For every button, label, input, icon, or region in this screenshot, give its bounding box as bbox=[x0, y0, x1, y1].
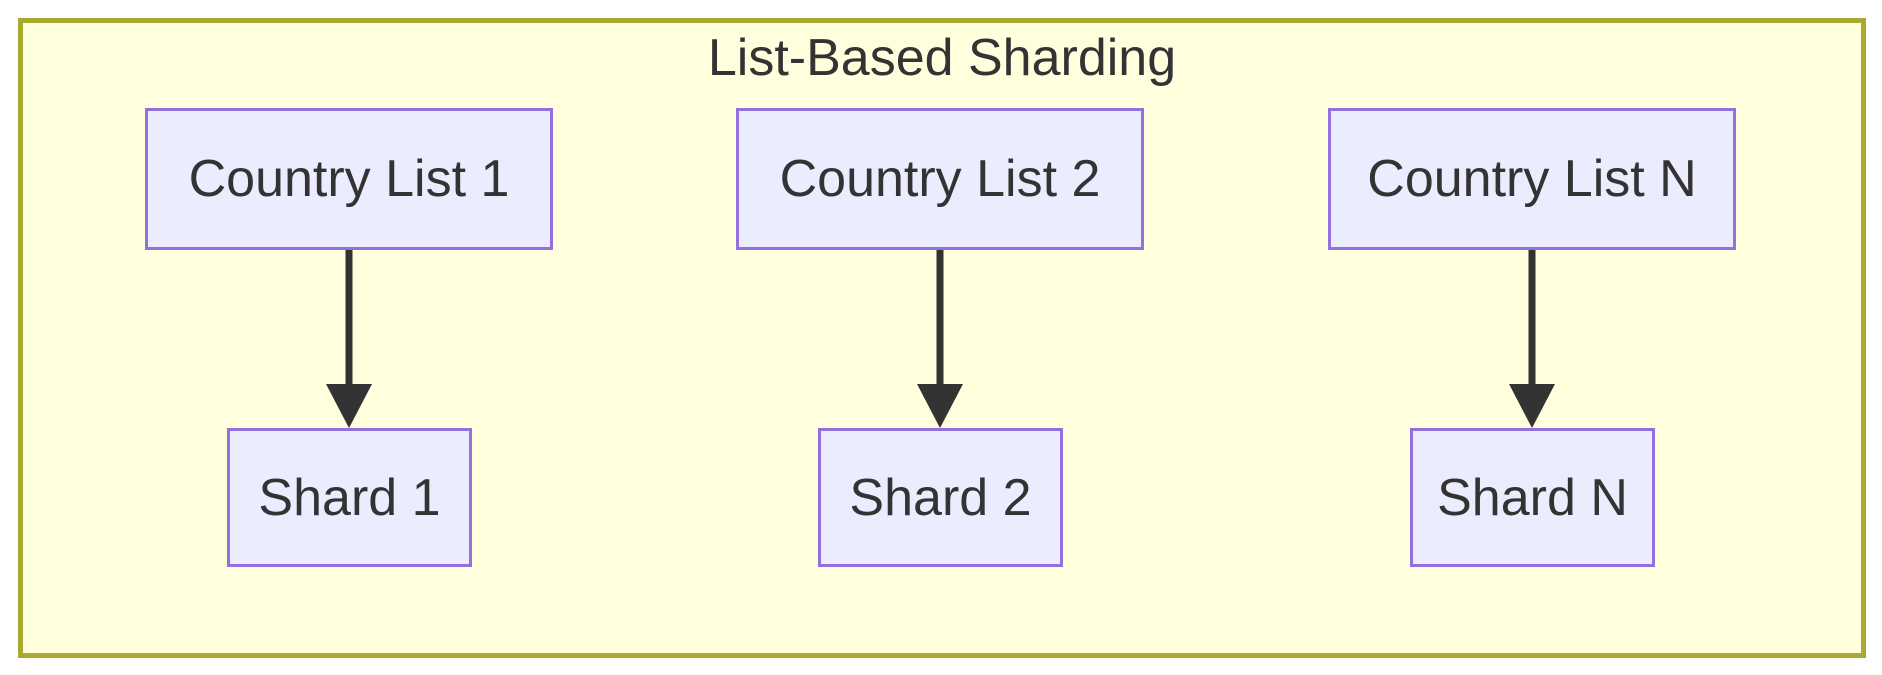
node-label: Country List 1 bbox=[188, 150, 510, 208]
node-country-list-n: Country List N bbox=[1328, 108, 1736, 250]
node-label: Shard N bbox=[1437, 468, 1628, 527]
node-country-list-2: Country List 2 bbox=[736, 108, 1144, 250]
node-label: Country List N bbox=[1367, 150, 1697, 208]
node-shard-2: Shard 2 bbox=[818, 428, 1063, 567]
node-label: Country List 2 bbox=[779, 150, 1101, 208]
edge-arrow-2 bbox=[917, 250, 963, 428]
edge-arrow-1 bbox=[326, 250, 372, 428]
edge-arrow-3 bbox=[1509, 250, 1555, 428]
node-shard-1: Shard 1 bbox=[227, 428, 472, 567]
cluster-title: List-Based Sharding bbox=[707, 29, 1177, 87]
node-country-list-1: Country List 1 bbox=[145, 108, 553, 250]
node-shard-n: Shard N bbox=[1410, 428, 1655, 567]
node-label: Shard 1 bbox=[258, 468, 441, 527]
node-label: Shard 2 bbox=[849, 468, 1032, 527]
